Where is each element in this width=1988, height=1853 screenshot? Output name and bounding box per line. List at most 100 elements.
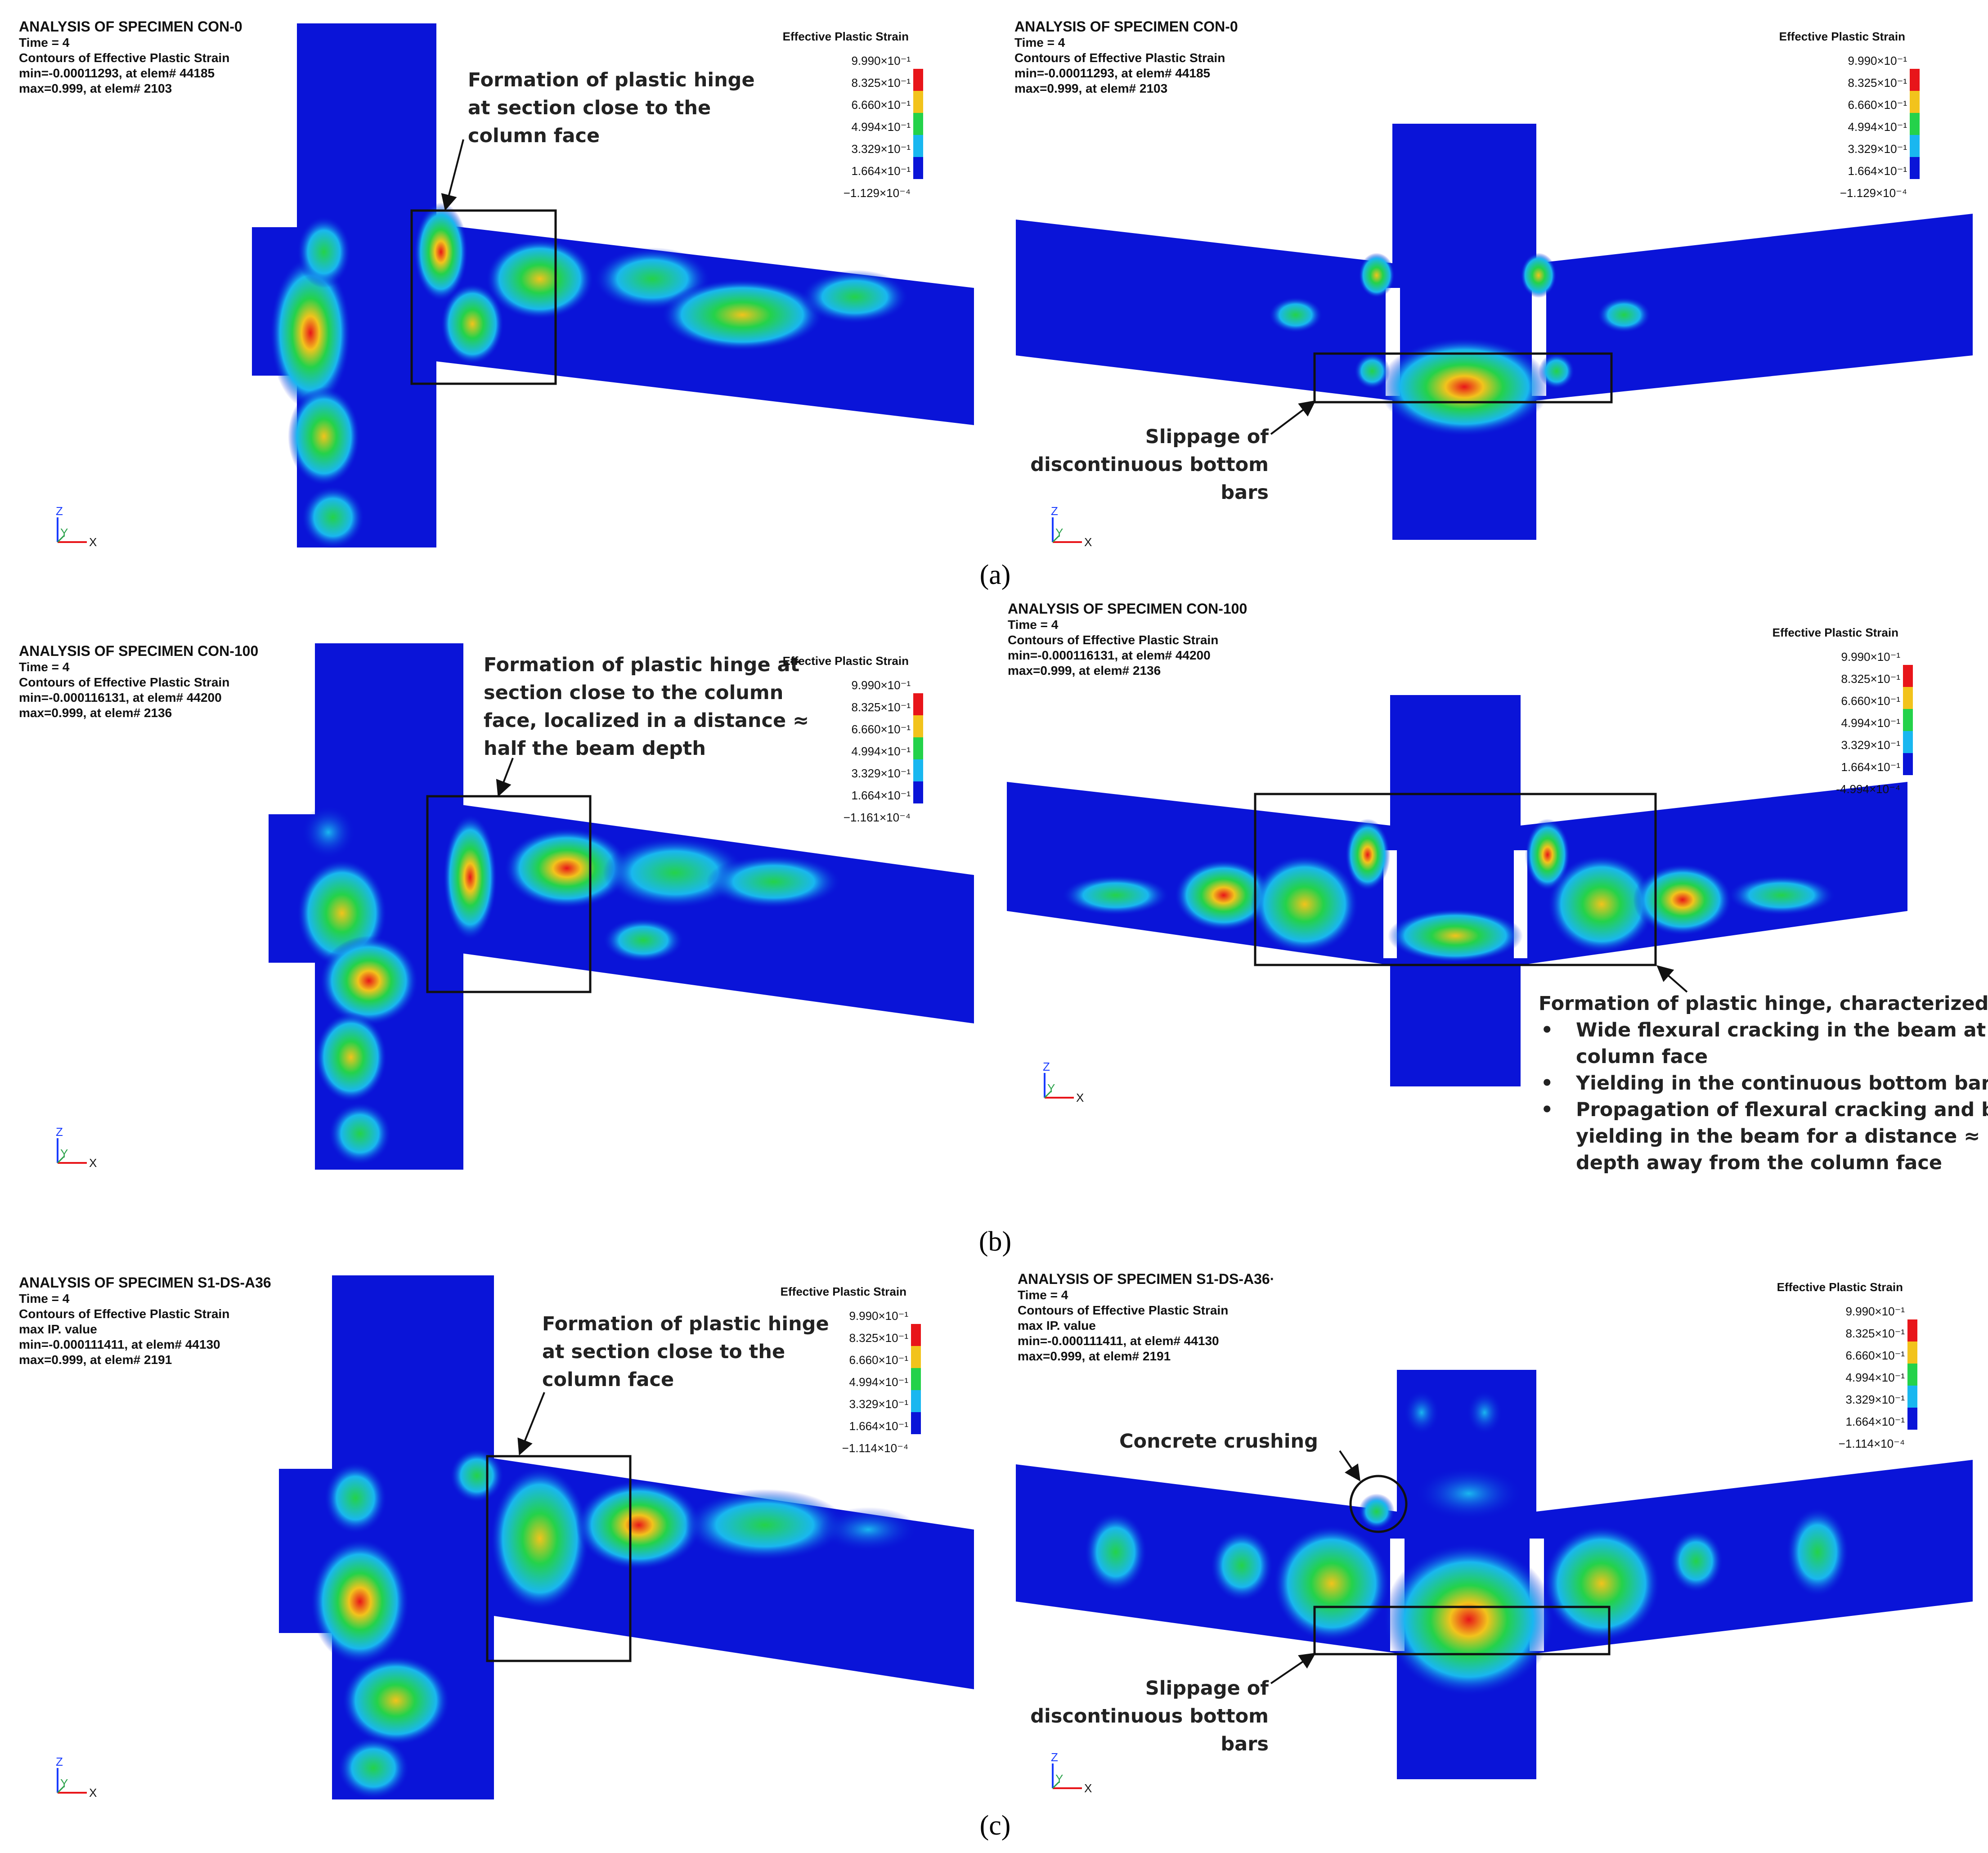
legend-band	[1910, 135, 1920, 157]
header-line: Time = 4	[1014, 36, 1065, 49]
strain-contour	[450, 1449, 504, 1503]
strain-contour	[270, 256, 351, 409]
strain-contour	[1548, 855, 1656, 954]
fe-model-column-beam	[252, 23, 974, 549]
highlight-box	[486, 1455, 632, 1662]
header-title: ANALYSIS OF SPECIMEN CON-100	[1008, 601, 1247, 617]
legend-a-left: Effective Plastic Strain9.990×10⁻¹8.325×…	[783, 30, 923, 200]
y-axis-label: Y	[1055, 1772, 1063, 1786]
fe-model-double-beam	[1016, 1370, 1973, 1779]
z-axis-label: Z	[56, 1755, 63, 1768]
legend-band	[1903, 709, 1913, 731]
strain-contour	[319, 936, 418, 1026]
legend-value: 9.990×10⁻¹	[1848, 54, 1907, 67]
strain-contour	[1062, 875, 1170, 915]
header-b-right: ANALYSIS OF SPECIMEN CON-100 Time = 4 Co…	[1008, 601, 1247, 677]
z-axis-label: Z	[1051, 504, 1058, 518]
x-axis-label: X	[89, 1156, 97, 1170]
header-line: max=0.999, at elem# 2136	[19, 706, 172, 720]
header-title: ANALYSIS OF SPECIMEN CON-100	[19, 643, 258, 659]
header-line: max=0.999, at elem# 2136	[1008, 664, 1161, 677]
legend-band	[911, 1390, 921, 1412]
annotation-b-right: Formation of plastic hinge, characterize…	[1539, 992, 1988, 1174]
beam-left	[1016, 220, 1392, 400]
strain-contour	[1404, 1390, 1440, 1435]
x-axis-label: X	[1084, 1781, 1092, 1795]
annotation-line: bars	[1221, 1733, 1269, 1755]
legend-value: 8.325×10⁻¹	[1848, 76, 1907, 90]
legend-value: −1.129×10⁻⁴	[1840, 186, 1907, 200]
header-line: Time = 4	[19, 660, 70, 674]
legend-band	[911, 1346, 921, 1368]
legend-value: 8.325×10⁻¹	[851, 76, 911, 90]
strain-contour	[1359, 253, 1395, 298]
annotation-line: discontinuous bottom	[1030, 1705, 1269, 1727]
header-line: Time = 4	[1008, 618, 1059, 632]
header-line: Time = 4	[1018, 1288, 1068, 1302]
legend-b-right: Effective Plastic Strain9.990×10⁻¹8.325×…	[1773, 626, 1913, 796]
header-title: ANALYSIS OF SPECIMEN S1-DS-A36·	[1018, 1271, 1274, 1287]
legend-title: Effective Plastic Strain	[781, 1285, 906, 1298]
legend-value: 3.329×10⁻¹	[1845, 1393, 1905, 1406]
bullet-line: Wide flexural cracking in the beam at th…	[1576, 1019, 1988, 1041]
fe-model-column-beam	[269, 643, 974, 1170]
annotation-line: at section close to the	[468, 97, 711, 119]
panel-b-right: ANALYSIS OF SPECIMEN CON-100 Time = 4 Co…	[1007, 601, 1988, 1174]
strain-contour	[1415, 1467, 1523, 1521]
legend-value: 6.660×10⁻¹	[1848, 98, 1907, 112]
legend-value: 6.660×10⁻¹	[851, 98, 911, 112]
strain-contour	[441, 283, 504, 364]
strain-contour	[1597, 297, 1651, 333]
panel-c-right: ANALYSIS OF SPECIMEN S1-DS-A36· Time = 4…	[1016, 1271, 1973, 1795]
legend-value: 3.329×10⁻¹	[851, 142, 911, 156]
annotation-line: at section close to the	[542, 1341, 785, 1363]
legend-value: 4.994×10⁻¹	[851, 745, 911, 758]
fe-model-column-beam	[279, 1275, 974, 1799]
strain-contour	[324, 1462, 387, 1534]
strain-contour	[1539, 353, 1575, 389]
legend-band	[911, 1368, 921, 1390]
y-axis-label: Y	[1055, 526, 1063, 539]
header-a-right: ANALYSIS OF SPECIMEN CON-0 Time = 4 Cont…	[1014, 18, 1238, 95]
header-a-left: ANALYSIS OF SPECIMEN CON-0 Time = 4 Cont…	[19, 18, 242, 95]
legend-value: 4.994×10⁻¹	[851, 120, 911, 134]
legend-value: 8.325×10⁻¹	[1845, 1327, 1905, 1340]
annotation-arrow	[517, 1392, 545, 1456]
legend-band	[1910, 69, 1920, 91]
annotation-arrow	[1270, 1652, 1316, 1684]
header-line: max=0.999, at elem# 2191	[1018, 1349, 1171, 1363]
strain-contour	[443, 814, 497, 940]
legend-title: Effective Plastic Strain	[1773, 626, 1898, 639]
strain-contour	[1379, 337, 1550, 436]
legend-value: −1.114×10⁻⁴	[1839, 1437, 1905, 1450]
legend-title: Effective Plastic Strain	[783, 654, 909, 668]
header-line: min=-0.00011293, at elem# 44185	[1014, 66, 1210, 80]
legend-value: −1.161×10⁻⁴	[844, 811, 911, 824]
header-line: max=0.999, at elem# 2103	[19, 81, 172, 95]
legend-band	[1903, 665, 1913, 687]
highlight-box	[1254, 793, 1657, 966]
panel-a-right: ANALYSIS OF SPECIMEN CON-0 Time = 4 Cont…	[1014, 18, 1973, 549]
strain-contour	[1354, 353, 1390, 389]
strain-contour	[1273, 1525, 1390, 1642]
strain-contour	[1084, 1512, 1147, 1593]
axis-triad: ZYX	[56, 1755, 97, 1799]
strain-contour	[1633, 864, 1732, 936]
header-c-right: ANALYSIS OF SPECIMEN S1-DS-A36· Time = 4…	[1018, 1271, 1274, 1363]
legend-b-left: Effective Plastic Strain9.990×10⁻¹8.325×…	[783, 654, 923, 824]
strain-contour	[337, 1736, 409, 1799]
highlight-box	[1313, 1606, 1611, 1656]
strain-contour	[297, 216, 351, 288]
legend-band	[1907, 1342, 1917, 1364]
strain-contour	[1210, 1530, 1273, 1602]
legend-band	[913, 781, 923, 803]
header-line: Time = 4	[19, 1292, 70, 1306]
strain-contour	[1345, 819, 1390, 891]
annotation-line: Formation of plastic hinge	[468, 69, 755, 91]
legend-title: Effective Plastic Strain	[783, 30, 909, 43]
header-line: min=-0.000116131, at elem# 44200	[1008, 648, 1211, 662]
legend-band	[1910, 113, 1920, 135]
bullet-line: Yielding in the continuous bottom bars	[1575, 1072, 1988, 1095]
header-line: max=0.999, at elem# 2103	[1014, 81, 1167, 95]
annotation-arrow	[1339, 1450, 1361, 1481]
